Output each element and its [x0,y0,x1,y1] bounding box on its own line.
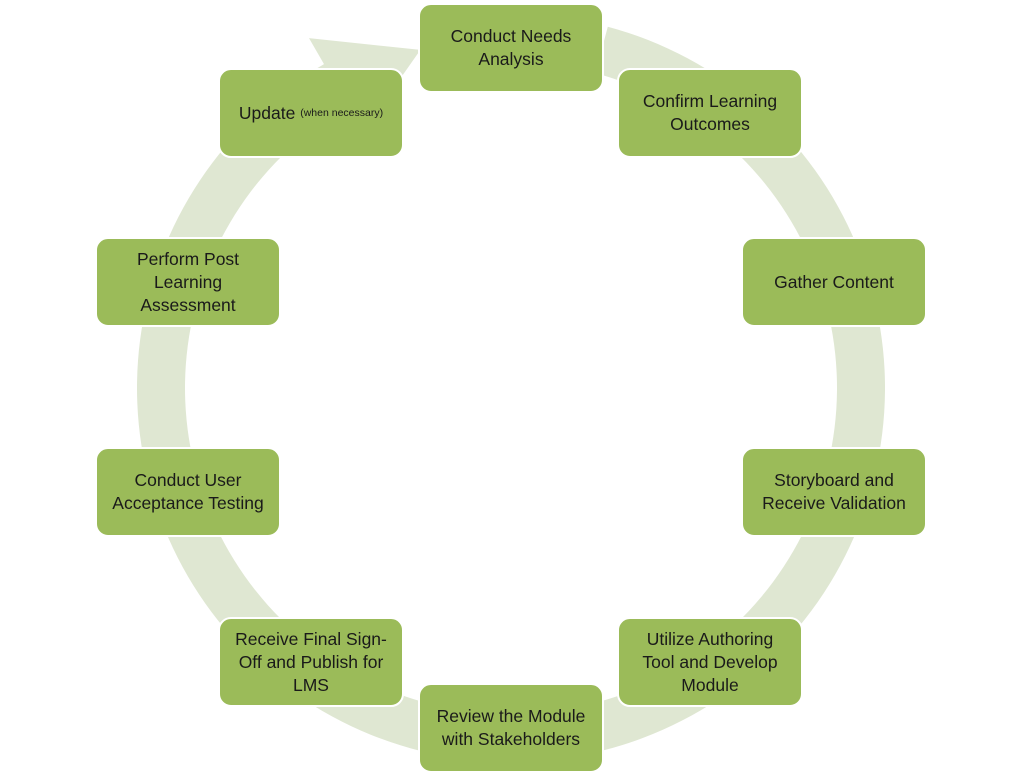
step-final-signoff-publish: Receive Final Sign-Off and Publish for L… [218,617,404,707]
step-label: Utilize Authoring Tool and Develop Modul… [642,628,778,695]
step-post-learning-assessment: Perform Post Learning Assessment [95,237,281,327]
step-conduct-needs-analysis: Conduct Needs Analysis [418,3,604,93]
step-storyboard-validation: Storyboard and Receive Validation [741,447,927,537]
step-review-module: Review the Module with Stakeholders [418,683,604,773]
step-note: (when necessary) [300,106,384,119]
step-label: Update [238,102,296,123]
step-gather-content: Gather Content [741,237,927,327]
step-label: Conduct User Acceptance Testing [112,470,264,513]
step-utilize-authoring-tool: Utilize Authoring Tool and Develop Modul… [617,617,803,707]
step-label: Confirm Learning Outcomes [642,91,778,134]
step-label: Review the Module with Stakeholders [436,706,586,749]
step-confirm-learning-outcomes: Confirm Learning Outcomes [617,68,803,158]
step-label: Receive Final Sign-Off and Publish for L… [235,628,387,695]
step-update: Update (when necessary) [218,68,404,158]
step-user-acceptance-testing: Conduct User Acceptance Testing [95,447,281,537]
step-label: Conduct Needs Analysis [450,26,572,69]
step-label: Storyboard and Receive Validation [762,470,906,513]
step-label: Gather Content [774,271,894,292]
step-label: Perform Post Learning Assessment [136,248,240,315]
